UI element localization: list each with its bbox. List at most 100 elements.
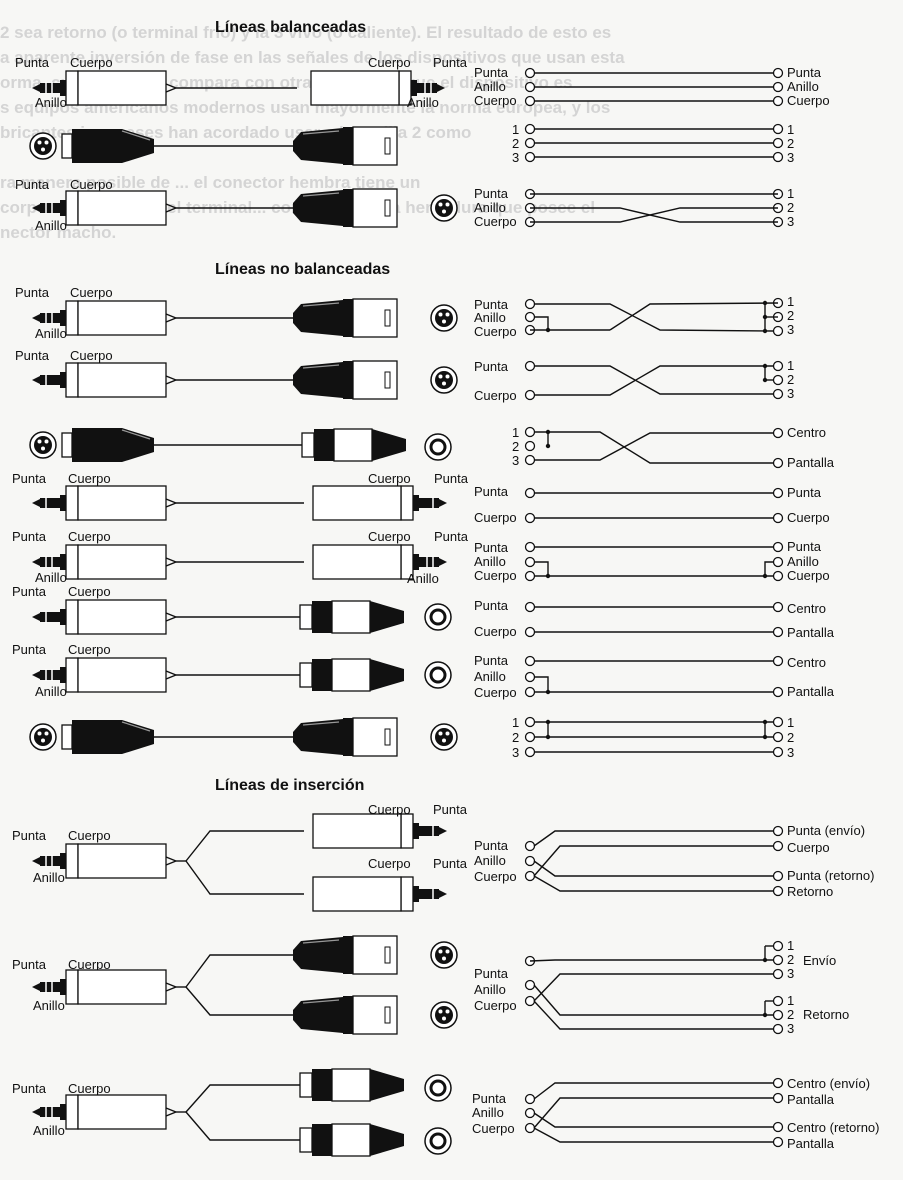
plug-strain bbox=[165, 557, 177, 563]
plug-collar bbox=[411, 80, 417, 96]
trs-plug-icon bbox=[32, 843, 177, 879]
xlr-plug-icon bbox=[293, 935, 398, 975]
plug-neck bbox=[65, 843, 79, 879]
label-pin2: 2 bbox=[787, 372, 794, 387]
label-anillo: Anillo bbox=[474, 200, 506, 215]
plug-collar bbox=[60, 667, 66, 683]
label-punta: Punta bbox=[15, 55, 50, 70]
rca-body bbox=[331, 658, 371, 692]
plug-strain bbox=[165, 502, 177, 508]
xlr-face-pin bbox=[438, 731, 443, 736]
rca-shield bbox=[299, 1127, 313, 1153]
label-cuerpo: Cuerpo bbox=[368, 529, 411, 544]
xlr-ring bbox=[343, 127, 353, 165]
rca-band bbox=[312, 1124, 332, 1156]
xlr-female-face-icon bbox=[430, 723, 458, 751]
plug-tip bbox=[32, 613, 40, 621]
xlr-plug-icon bbox=[61, 428, 154, 462]
label-cuerpo: Cuerpo bbox=[368, 471, 411, 486]
rca-shield bbox=[299, 1072, 313, 1098]
plug-sleeve bbox=[417, 83, 437, 93]
plug-body bbox=[312, 876, 402, 912]
xlr-ring bbox=[343, 189, 353, 227]
terminal bbox=[524, 731, 536, 743]
plug-collar bbox=[413, 886, 419, 902]
wire bbox=[533, 1127, 774, 1143]
label-pin1: 1 bbox=[512, 715, 519, 730]
xlr-face-pin bbox=[37, 140, 42, 145]
terminal bbox=[524, 1122, 536, 1134]
rca-shield bbox=[301, 432, 315, 458]
label-pin3: 3 bbox=[787, 966, 794, 981]
terminal bbox=[524, 671, 536, 683]
terminal bbox=[524, 601, 536, 613]
rca-face-icon bbox=[424, 433, 452, 461]
label-punta: Punta bbox=[15, 348, 50, 363]
ts-plug-icon bbox=[312, 813, 447, 849]
terminal bbox=[772, 655, 784, 667]
terminal bbox=[524, 570, 536, 582]
plug-tip bbox=[32, 558, 40, 566]
terminal bbox=[524, 870, 536, 882]
wire bbox=[533, 1082, 774, 1100]
label-pin1: 1 bbox=[512, 425, 519, 440]
label-punta: Punta bbox=[474, 653, 509, 668]
plug-tip bbox=[439, 890, 447, 898]
label-cuerpo: Cuerpo bbox=[787, 93, 830, 108]
terminal bbox=[772, 1121, 784, 1133]
xlr-pins bbox=[61, 133, 73, 159]
plug-sleeve bbox=[40, 670, 60, 680]
xlr-highlight bbox=[121, 721, 151, 732]
xlr-face-insert bbox=[435, 371, 453, 389]
rca-body bbox=[331, 1068, 371, 1102]
plug-tip bbox=[437, 84, 445, 92]
plug-body bbox=[310, 70, 400, 106]
label-punta: Punta bbox=[474, 65, 509, 80]
label-pin1: 1 bbox=[512, 122, 519, 137]
terminal bbox=[772, 388, 784, 400]
plug-body bbox=[77, 599, 167, 635]
rca-plug-icon bbox=[299, 600, 404, 634]
junction-dot bbox=[545, 719, 551, 725]
xlr-ring bbox=[343, 299, 353, 337]
xlr-face-pin bbox=[445, 1009, 450, 1014]
wire bbox=[529, 959, 774, 962]
label-punta: Punta bbox=[434, 529, 469, 544]
xlr-plug-icon bbox=[293, 360, 398, 400]
plug-neck bbox=[65, 190, 79, 226]
label-cuerpo: Cuerpo bbox=[474, 998, 517, 1013]
junction-dot bbox=[762, 573, 768, 579]
cable bbox=[185, 1111, 300, 1141]
label-punta: Punta bbox=[787, 539, 822, 554]
cable bbox=[185, 954, 293, 988]
xlr-face-pin bbox=[442, 209, 446, 214]
plug-strain bbox=[165, 498, 177, 504]
plug-strain bbox=[165, 1111, 177, 1117]
plug-body bbox=[77, 1094, 167, 1130]
xlr-latch bbox=[384, 371, 391, 389]
ts-plug-icon bbox=[32, 485, 177, 521]
terminal bbox=[524, 995, 536, 1007]
rca-band bbox=[314, 429, 334, 461]
plug-neck bbox=[65, 657, 79, 693]
label-pantalla: Pantalla bbox=[787, 684, 835, 699]
junction-dot bbox=[545, 573, 551, 579]
xlr-boot bbox=[293, 362, 343, 398]
label-anillo: Anillo bbox=[472, 1105, 504, 1120]
terminal bbox=[772, 512, 784, 524]
label-pin1: 1 bbox=[787, 122, 794, 137]
rca-plug-icon bbox=[299, 1123, 404, 1157]
ts-plug-icon bbox=[312, 876, 447, 912]
plug-body bbox=[77, 657, 167, 693]
label-anillo: Anillo bbox=[474, 554, 506, 569]
plug-sleeve bbox=[40, 612, 60, 622]
plug-collar bbox=[60, 372, 66, 388]
plug-strain bbox=[165, 612, 177, 618]
rca-face-center bbox=[429, 666, 447, 684]
trs-plug-icon bbox=[310, 70, 445, 106]
label-punta: Punta bbox=[474, 598, 509, 613]
label-centro: Centro bbox=[787, 601, 826, 616]
terminal bbox=[524, 1093, 536, 1105]
label-anillo: Anillo bbox=[33, 870, 65, 885]
